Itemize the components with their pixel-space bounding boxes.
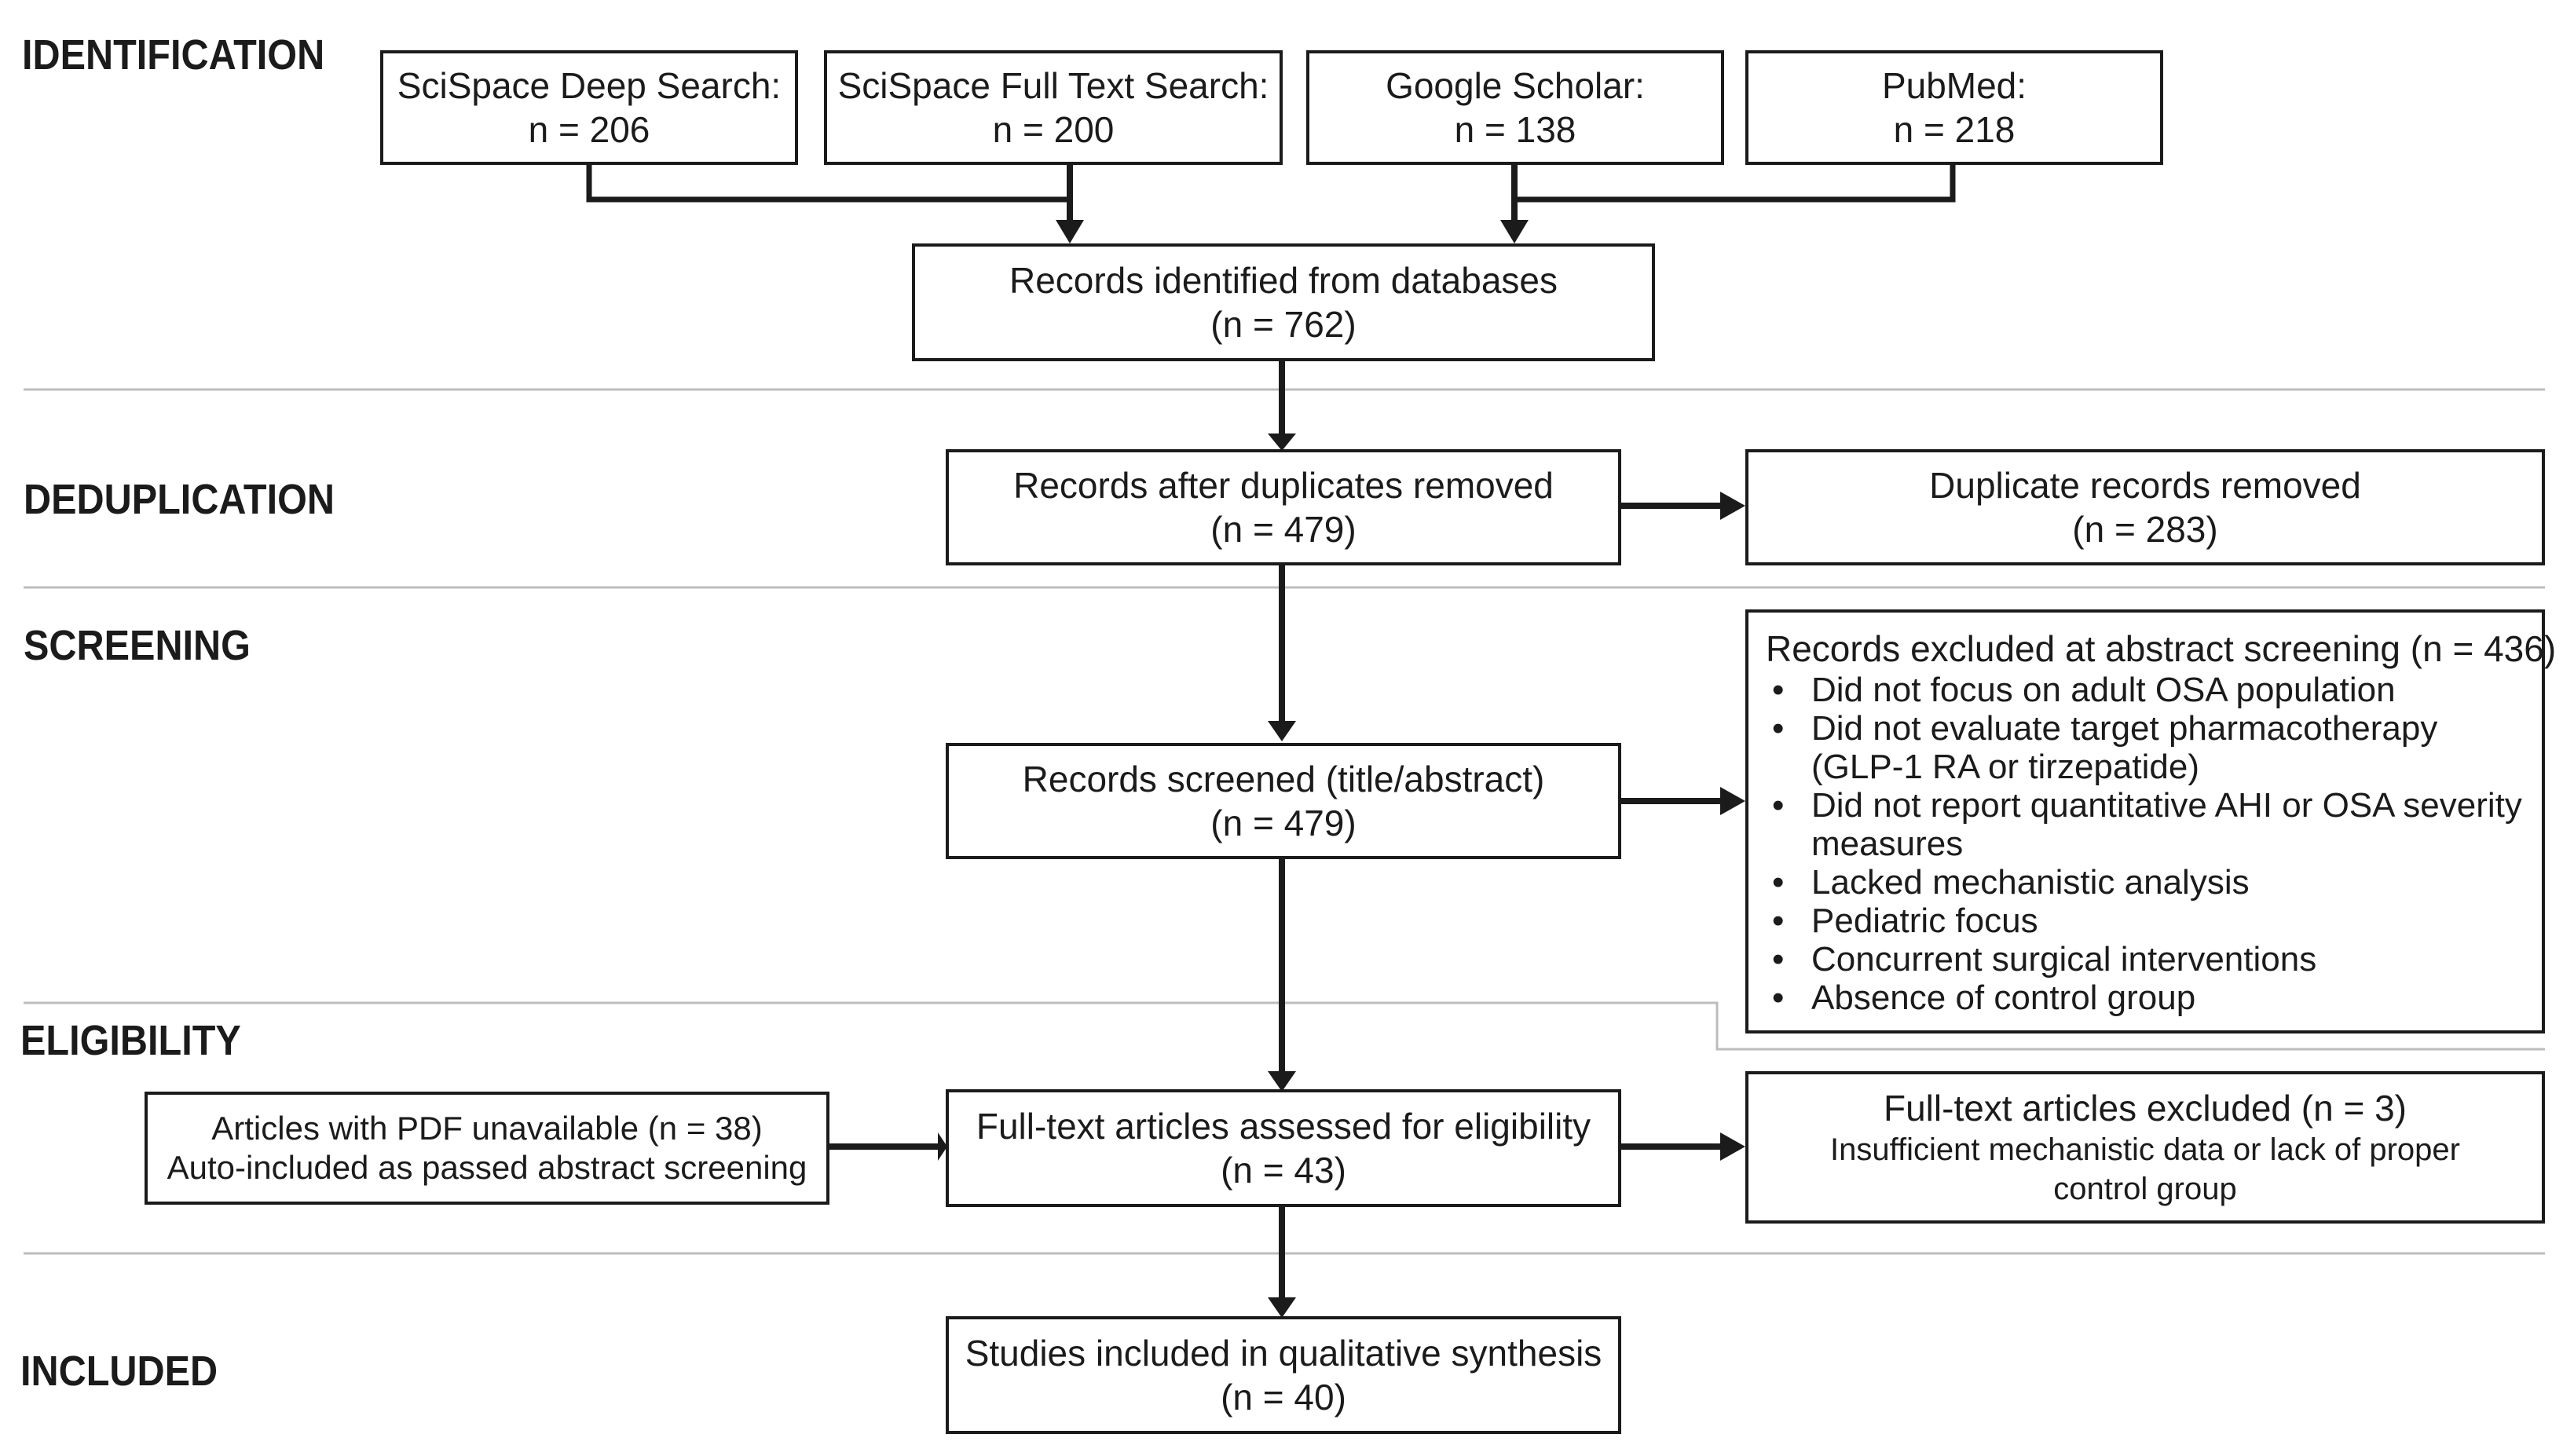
source-name: SciSpace Full Text Search: bbox=[837, 65, 1269, 106]
source-box-scispace-fulltext: SciSpace Full Text Search: n = 200 bbox=[824, 50, 1283, 165]
arrow-head bbox=[1268, 721, 1296, 741]
box-label: Records identified from databases bbox=[1009, 260, 1558, 301]
arrow-shaft bbox=[1067, 163, 1073, 228]
records-screened-box: Records screened (title/abstract) (n = 4… bbox=[946, 743, 1621, 859]
exclusion-reason: Concurrent surgical interventions bbox=[1766, 940, 2526, 979]
exclusion-reason: Did not evaluate target pharmacotherapy … bbox=[1766, 709, 2526, 786]
merge-line-right bbox=[1514, 163, 1956, 203]
box-label: Records screened (title/abstract) bbox=[1022, 759, 1545, 799]
box-label: Studies included in qualitative synthesi… bbox=[965, 1333, 1602, 1374]
source-count: n = 138 bbox=[1454, 109, 1576, 150]
source-box-google-scholar: Google Scholar: n = 138 bbox=[1306, 50, 1724, 165]
source-name: Google Scholar: bbox=[1386, 65, 1645, 106]
source-name: SciSpace Deep Search: bbox=[397, 65, 782, 106]
arrow-shaft bbox=[1511, 163, 1518, 228]
box-note: Auto-included as passed abstract screeni… bbox=[167, 1149, 807, 1186]
arrow-shaft bbox=[1279, 564, 1285, 730]
phase-label-identification: IDENTIFICATION bbox=[22, 31, 325, 79]
exclusion-reason-list: Did not focus on adult OSA population Di… bbox=[1766, 671, 2526, 1017]
pdf-unavailable-box: Articles with PDF unavailable (n = 38) A… bbox=[145, 1092, 829, 1205]
source-count: n = 206 bbox=[528, 109, 650, 150]
records-after-dedup-box: Records after duplicates removed (n = 47… bbox=[946, 449, 1621, 565]
arrow-head bbox=[1056, 220, 1084, 243]
records-identified-box: Records identified from databases (n = 7… bbox=[912, 243, 1655, 361]
source-name: PubMed: bbox=[1881, 65, 2027, 106]
arrow-head bbox=[1268, 1297, 1296, 1318]
box-count: (n = 762) bbox=[1210, 304, 1357, 345]
arrow-head bbox=[1720, 1132, 1745, 1161]
source-count: n = 200 bbox=[992, 109, 1115, 150]
phase-label-eligibility: ELIGIBILITY bbox=[20, 1017, 241, 1064]
box-label: Records after duplicates removed bbox=[1013, 465, 1554, 506]
arrow-head bbox=[1268, 1071, 1296, 1092]
phase-label-included: INCLUDED bbox=[20, 1348, 218, 1395]
fulltext-excluded-box: Full-text articles excluded (n = 3) Insu… bbox=[1745, 1071, 2545, 1224]
arrow-head bbox=[938, 1132, 947, 1161]
arrow-shaft bbox=[1620, 798, 1725, 804]
arrow-shaft bbox=[1620, 503, 1725, 509]
separator-line bbox=[24, 1001, 2545, 1051]
phase-label-deduplication: DEDUPLICATION bbox=[24, 476, 335, 523]
exclusion-reason: Absence of control group bbox=[1766, 979, 2526, 1017]
box-label: Full-text articles assessed for eligibil… bbox=[976, 1106, 1591, 1147]
box-count: (n = 43) bbox=[1221, 1150, 1346, 1191]
studies-included-box: Studies included in qualitative synthesi… bbox=[946, 1316, 1621, 1434]
arrow-shaft bbox=[1279, 360, 1285, 443]
box-count: (n = 283) bbox=[2072, 509, 2218, 550]
excluded-abstract-title: Records excluded at abstract screening (… bbox=[1766, 628, 2557, 669]
exclusion-reason: Lacked mechanistic analysis bbox=[1766, 863, 2526, 902]
box-label: Duplicate records removed bbox=[1929, 465, 2361, 506]
excluded-abstract-box: Records excluded at abstract screening (… bbox=[1745, 609, 2557, 1033]
arrow-head bbox=[1720, 787, 1745, 815]
arrow-shaft bbox=[828, 1143, 943, 1150]
source-count: n = 218 bbox=[1893, 109, 2016, 150]
source-box-scispace-deep: SciSpace Deep Search: n = 206 bbox=[380, 50, 798, 165]
arrow-shaft bbox=[1620, 1143, 1725, 1150]
box-label: Articles with PDF unavailable (n = 38) bbox=[211, 1110, 763, 1147]
box-label: Full-text articles excluded (n = 3) bbox=[1884, 1088, 2407, 1129]
arrow-head bbox=[1720, 492, 1745, 520]
arrow-head bbox=[1268, 434, 1296, 451]
box-note: control group bbox=[2053, 1172, 2237, 1206]
box-count: (n = 479) bbox=[1210, 509, 1357, 550]
box-note: Insufficient mechanistic data or lack of… bbox=[1830, 1132, 2460, 1167]
exclusion-reason: Pediatric focus bbox=[1766, 902, 2526, 940]
arrow-shaft bbox=[1279, 1206, 1285, 1307]
exclusion-reason: Did not focus on adult OSA population bbox=[1766, 671, 2526, 709]
duplicates-removed-box: Duplicate records removed (n = 283) bbox=[1745, 449, 2545, 565]
box-count: (n = 479) bbox=[1210, 803, 1357, 843]
exclusion-reason: Did not report quantitative AHI or OSA s… bbox=[1766, 786, 2526, 863]
arrow-shaft bbox=[1279, 858, 1285, 1082]
arrow-head bbox=[1500, 220, 1529, 243]
source-box-pubmed: PubMed: n = 218 bbox=[1745, 50, 2163, 165]
merge-line-left bbox=[586, 163, 1070, 203]
fulltext-assessed-box: Full-text articles assessed for eligibil… bbox=[946, 1089, 1621, 1207]
phase-label-screening: SCREENING bbox=[24, 622, 251, 669]
box-count: (n = 40) bbox=[1221, 1377, 1346, 1418]
